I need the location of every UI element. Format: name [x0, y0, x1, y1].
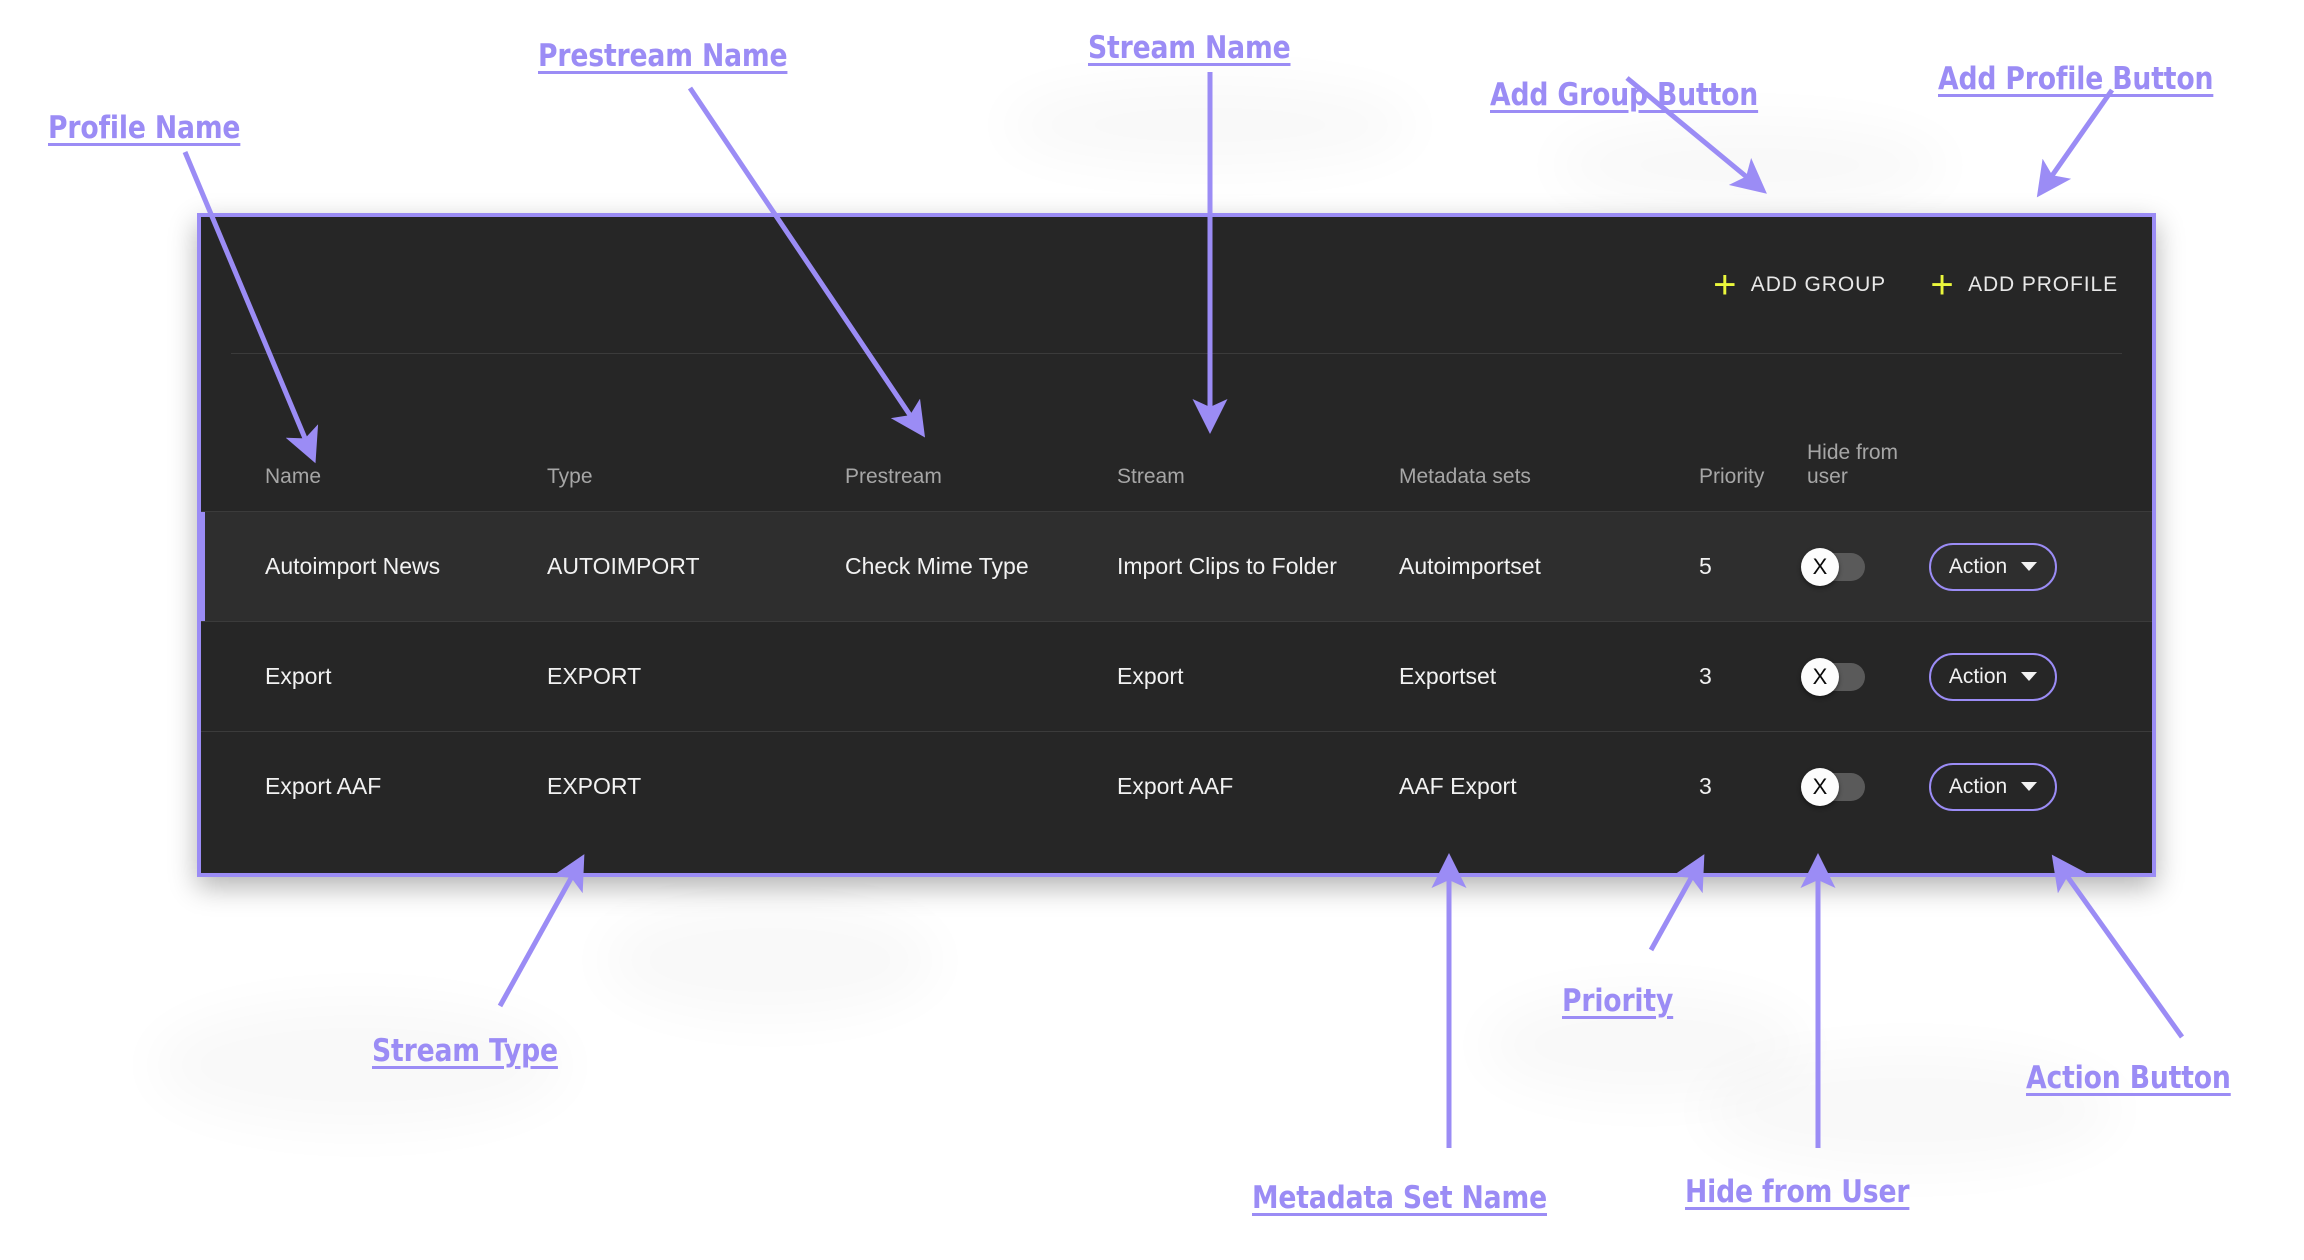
annotation-profile-name: Profile Name [48, 110, 241, 146]
annotation-metadata-set-name: Metadata Set Name [1252, 1180, 1547, 1216]
cell-priority: 3 [1699, 731, 1807, 841]
column-header-action [1929, 354, 2152, 512]
backdrop-ghost-6 [1550, 120, 1950, 210]
column-header-stream[interactable]: Stream [1117, 465, 1185, 488]
add-profile-label: ADD PROFILE [1968, 273, 2118, 296]
column-header-metadata-sets[interactable]: Metadata sets [1399, 465, 1531, 488]
add-group-label: ADD GROUP [1750, 273, 1887, 296]
cell-stream-type: EXPORT [547, 621, 845, 732]
action-button-label: Action [1948, 664, 2008, 688]
column-header-priority[interactable]: Priority [1699, 465, 1765, 488]
annotation-action-button: Action Button [2026, 1060, 2231, 1096]
add-profile-button[interactable]: + ADD PROFILE [1924, 259, 2122, 311]
column-header-type[interactable]: Type [547, 465, 593, 488]
cell-priority: 3 [1699, 621, 1807, 732]
chevron-down-icon [2021, 782, 2038, 791]
cell-prestream-name [845, 621, 1117, 732]
arrow-add-profile [2036, 88, 2115, 198]
cell-metadata-set-name: Exportset [1399, 621, 1699, 732]
cell-profile-name: Export AAF [201, 731, 547, 841]
arrow-add-group [1625, 76, 1767, 194]
annotation-prestream-name: Prestream Name [538, 38, 788, 74]
action-button-label: Action [1948, 554, 2008, 578]
hide-from-user-toggle[interactable]: X [1801, 657, 1865, 696]
plus-icon: + [1930, 263, 1954, 307]
backdrop-ghost-3 [1480, 990, 1810, 1100]
toolbar-divider [231, 353, 2122, 354]
cell-profile-name: Export [201, 621, 547, 732]
cell-action: Action [1929, 731, 2152, 841]
annotation-priority: Priority [1562, 983, 1674, 1019]
table-header-row: Name Type Prestream Stream Metadata sets… [201, 354, 2152, 512]
cell-metadata-set-name: Autoimportset [1399, 511, 1699, 622]
chevron-down-icon [2021, 672, 2038, 681]
cell-metadata-set-name: AAF Export [1399, 731, 1699, 841]
hide-from-user-toggle[interactable]: X [1801, 767, 1865, 806]
backdrop-ghost-2 [150, 1000, 570, 1130]
cell-hide-from-user: X [1801, 731, 1929, 841]
cell-prestream-name [845, 731, 1117, 841]
annotation-add-group-button: Add Group Button [1490, 77, 1759, 113]
profiles-table: Name Type Prestream Stream Metadata sets… [201, 354, 2152, 841]
action-button[interactable]: Action [1929, 762, 2057, 811]
chevron-down-icon [2021, 562, 2038, 571]
profiles-panel: + ADD GROUP + ADD PROFILE Name Type Pres… [197, 213, 2156, 877]
add-group-button[interactable]: + ADD GROUP [1707, 259, 1890, 311]
annotation-hide-from-user: Hide from User [1685, 1174, 1910, 1210]
cell-hide-from-user: X [1801, 511, 1929, 622]
panel-toolbar: + ADD GROUP + ADD PROFILE [201, 217, 2152, 353]
cell-stream-name: Export [1117, 621, 1399, 732]
action-button[interactable]: Action [1929, 652, 2057, 701]
column-header-name[interactable]: Name [265, 465, 322, 488]
cell-stream-type: EXPORT [547, 731, 845, 841]
backdrop-ghost-1 [600, 900, 940, 1020]
cell-prestream-name: Check Mime Type [845, 511, 1117, 622]
toggle-knob-x-icon: X [1801, 657, 1839, 696]
toggle-knob-x-icon: X [1801, 547, 1839, 586]
annotation-stream-name: Stream Name [1088, 30, 1291, 66]
column-header-prestream[interactable]: Prestream [845, 465, 942, 488]
cell-priority: 5 [1699, 511, 1807, 622]
cell-action: Action [1929, 621, 2152, 732]
toggle-knob-x-icon: X [1801, 767, 1839, 806]
cell-stream-type: AUTOIMPORT [547, 511, 845, 622]
backdrop-ghost-4 [1700, 1050, 2120, 1170]
plus-icon: + [1713, 263, 1737, 307]
arrow-stream-type [497, 854, 585, 1008]
action-button[interactable]: Action [1929, 542, 2057, 591]
column-header-hide-from-user[interactable]: Hide from user [1807, 441, 1899, 488]
hide-from-user-toggle[interactable]: X [1801, 547, 1865, 586]
arrow-action-button [2051, 854, 2185, 1039]
cell-action: Action [1929, 511, 2152, 622]
cell-stream-name: Export AAF [1117, 731, 1399, 841]
cell-hide-from-user: X [1801, 621, 1929, 732]
annotation-stream-type: Stream Type [372, 1033, 558, 1069]
backdrop-ghost-5 [1000, 80, 1420, 170]
action-button-label: Action [1948, 774, 2008, 798]
annotation-add-profile-button: Add Profile Button [1938, 61, 2214, 97]
cell-stream-name: Import Clips to Folder [1117, 511, 1399, 622]
cell-profile-name: Autoimport News [201, 511, 547, 622]
